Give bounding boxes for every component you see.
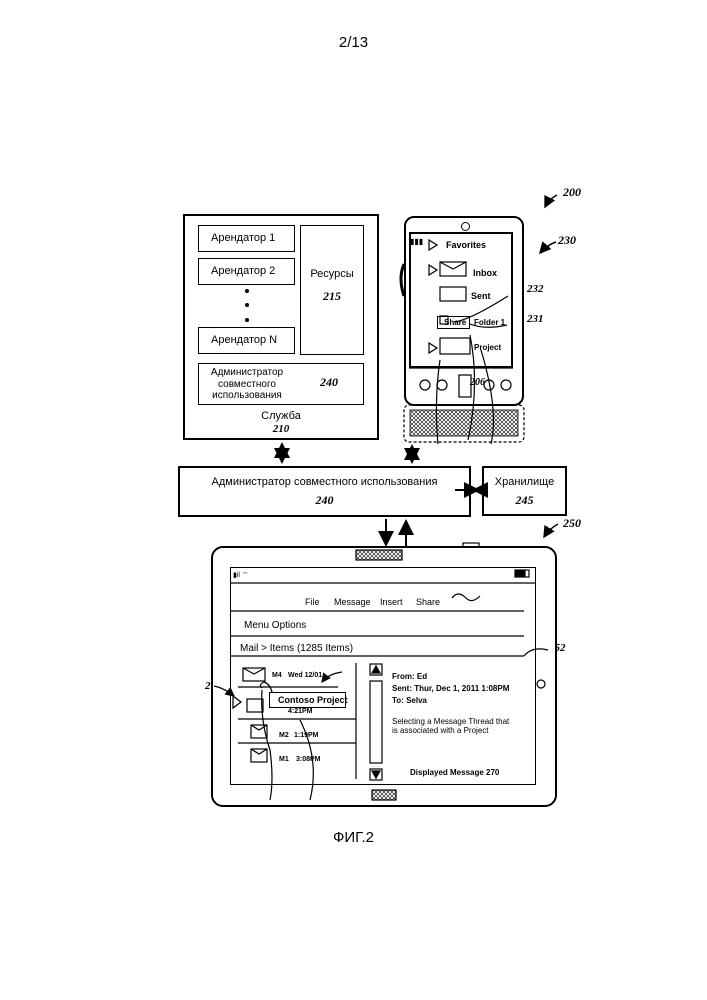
ref-250: 250: [563, 517, 581, 531]
service-num: 210: [246, 423, 316, 436]
ref-230: 230: [558, 234, 576, 248]
menu-message[interactable]: Message: [334, 597, 371, 607]
tenant-2-label: Арендатор 2: [211, 265, 275, 278]
storage-box: Хранилище 245: [482, 466, 567, 516]
msg-from: From: Ed: [392, 672, 427, 681]
msg-m4-id: M4: [272, 672, 282, 680]
ref-231: 231: [527, 313, 544, 326]
storage-label: Хранилище: [484, 476, 565, 489]
drag-tooltip-label: Contoso Project: [278, 695, 348, 705]
tenant-1-label: Арендатор 1: [211, 232, 275, 245]
sharing-admin-label: Администратор совместного использования: [180, 476, 469, 489]
ref-232: 232: [527, 283, 544, 296]
ref-250-arrow: [544, 524, 558, 537]
phone-item-inbox[interactable]: Inbox: [473, 268, 497, 278]
msg-to: To: Selva: [392, 696, 427, 705]
tenant-2: Арендатор 2: [198, 258, 295, 285]
ref-200: 200: [563, 186, 581, 200]
menu-share[interactable]: Share: [416, 597, 440, 607]
msg-m2-id: M2: [279, 732, 289, 740]
service-admin-label: Администратор совместного использования: [205, 367, 289, 402]
resources-num: 215: [301, 290, 363, 304]
phone-item-project[interactable]: Project: [474, 343, 501, 352]
page-number: 2/13: [320, 34, 387, 51]
tenant-n: Арендатор N: [198, 327, 295, 354]
tenant-1: Арендатор 1: [198, 225, 295, 252]
phone-share-label: Share: [444, 318, 466, 327]
tenant-n-label: Арендатор N: [211, 334, 277, 347]
ref-200-arrow: [545, 195, 557, 207]
msg-m4-date: Wed 12/01: [288, 672, 322, 680]
ref-230-arrow: [540, 242, 556, 253]
ellipsis-dot: [245, 318, 249, 322]
ellipsis-dot: [245, 289, 249, 293]
ellipsis-dot: [245, 303, 249, 307]
service-admin-box: Администратор совместного использования …: [198, 363, 364, 405]
menu-insert[interactable]: Insert: [380, 597, 403, 607]
menu-file[interactable]: File: [305, 597, 320, 607]
msg-sent: Sent: Thur, Dec 1, 2011 1:08PM: [392, 684, 509, 693]
menu-options[interactable]: Menu Options: [244, 620, 306, 632]
figure-caption: ФИГ.2: [320, 829, 387, 846]
sharing-admin-box: Администратор совместного использования …: [178, 466, 471, 517]
service-admin-num: 240: [320, 376, 338, 390]
phone-item-folder1[interactable]: Folder 1: [474, 318, 505, 327]
storage-num: 245: [484, 494, 565, 508]
msg-body: Selecting a Message Thread that is assoc…: [392, 717, 514, 735]
service-label: Служба: [246, 410, 316, 423]
msg-m1-date: 3:08PM: [296, 756, 321, 764]
msg-m2-date: 1:19PM: [294, 732, 319, 740]
drag-tooltip: Contoso Project: [269, 692, 346, 708]
msg-m3-date: 4:21PM: [288, 708, 313, 716]
phone-item-favorites[interactable]: Favorites: [446, 240, 486, 250]
sharing-admin-num: 240: [180, 494, 469, 508]
resources-label: Ресурсы: [301, 268, 363, 281]
connector-admin-tablet: [386, 519, 406, 547]
ref-206: 206: [470, 377, 485, 389]
phone-camera: [461, 222, 470, 231]
msg-m1-id: M1: [279, 756, 289, 764]
resources-box: Ресурсы 215: [300, 225, 364, 355]
displayed-message: Displayed Message 270: [410, 768, 499, 777]
phone-share-popup[interactable]: Share: [437, 316, 470, 329]
breadcrumb: Mail > Items (1285 Items): [240, 643, 353, 655]
phone-item-sent[interactable]: Sent: [471, 291, 491, 301]
